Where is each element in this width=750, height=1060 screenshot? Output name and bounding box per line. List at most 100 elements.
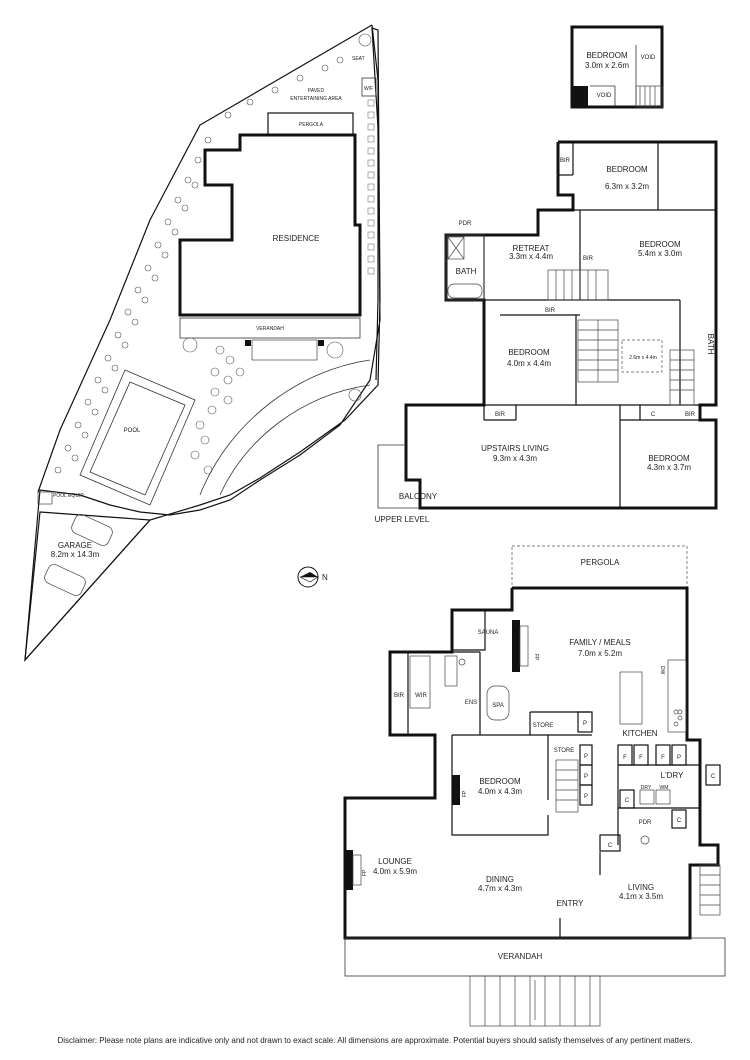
living-label: LIVING — [628, 883, 654, 892]
upper-bedroom-3-label: BEDROOM — [508, 348, 550, 357]
upper-bath-2-label: BATH — [706, 334, 715, 355]
residence-footprint — [178, 133, 362, 317]
attic-void-right: VOID — [641, 55, 656, 61]
retreat-label: RETREAT — [513, 244, 550, 253]
site-verandah-label: VERANDAH — [256, 326, 284, 332]
upstairs-living-dim: 9.3m x 4.3m — [493, 454, 537, 463]
wm-label: WM — [660, 785, 669, 791]
compass-north-label: N — [322, 573, 328, 582]
ground-pergola-label: PERGOLA — [581, 558, 620, 567]
ldry-c-2: C — [711, 774, 716, 780]
pantry-label: P — [583, 721, 587, 727]
paved-label: PAVED — [308, 88, 325, 94]
entry-label: ENTRY — [557, 899, 585, 908]
garage-dim: 8.2m x 14.3m — [51, 550, 100, 559]
garage-outline — [24, 511, 152, 662]
ground-pdr-label: PDR — [639, 820, 652, 826]
upper-c-label: C — [651, 412, 656, 418]
p-label-4: P — [584, 774, 588, 780]
site-plan: SEAT W/F PAVED ENTERTAINING AREA PERGOLA… — [24, 24, 381, 662]
compass: N — [297, 566, 328, 588]
p-label-5: P — [584, 794, 588, 800]
dry-label: DRY — [641, 785, 652, 791]
ground-bedroom-label: BEDROOM — [479, 777, 521, 786]
ens-label: ENS — [465, 700, 477, 706]
garage-label: GARAGE — [58, 541, 92, 550]
ldry-c-1: C — [625, 798, 630, 804]
pool — [89, 381, 186, 496]
residence-label: RESIDENCE — [273, 234, 320, 243]
upper-bath-label: BATH — [456, 267, 477, 276]
upstairs-living-label: UPSTAIRS LIVING — [481, 444, 549, 453]
f-label-1: F — [623, 755, 627, 761]
bedroom-fp: FP — [462, 790, 468, 797]
wir-label: WIR — [415, 693, 427, 699]
dw-label: DW — [659, 666, 665, 675]
f-label-3: F — [661, 755, 665, 761]
ground-bir-label: BIR — [394, 693, 405, 699]
upper-bir-5: BIR — [685, 412, 696, 418]
upper-bedroom-4-dim: 4.3m x 3.7m — [647, 463, 691, 472]
wf-label: W/F — [364, 86, 373, 92]
attic-void-bottom: VOID — [597, 93, 612, 99]
upper-bir-1: BIR — [560, 158, 571, 164]
upper-bedroom-3-dim: 4.0m x 4.4m — [507, 359, 551, 368]
ground-level-plan: PERGOLA SAUNA FP FAMILY / MEALS 7.0m x 5… — [343, 545, 726, 1027]
kitchen-island — [619, 671, 643, 725]
ground-bedroom-dim: 4.0m x 4.3m — [478, 787, 522, 796]
lounge-fp: FP — [362, 869, 368, 876]
attic-bedroom-dim: 3.0m x 2.6m — [585, 61, 629, 70]
sauna-label: SAUNA — [478, 630, 499, 636]
upper-level-plan: BALCONY UPPER LEVEL — [375, 140, 718, 524]
upper-bedroom-4-label: BEDROOM — [648, 454, 690, 463]
upper-bedroom-2-label: BEDROOM — [639, 240, 681, 249]
car-icons — [44, 514, 113, 596]
lounge-dim: 4.0m x 5.9m — [373, 867, 417, 876]
dining-dim: 4.7m x 4.3m — [478, 884, 522, 893]
store-2-label: STORE — [554, 748, 575, 754]
ground-stairs — [555, 759, 579, 813]
entertaining-area-label: ENTERTAINING AREA — [290, 96, 342, 102]
family-meals-dim: 7.0m x 5.2m — [578, 649, 622, 658]
pool-label: POOL — [124, 428, 141, 434]
garden-shrubs — [54, 33, 372, 474]
upper-bedroom-2-dim: 5.4m x 3.0m — [638, 249, 682, 258]
site-pergola-label: PERGOLA — [299, 122, 324, 128]
upper-bir-4: BIR — [495, 412, 506, 418]
pool-equip-label: POOL EQUIP. — [53, 493, 84, 499]
spa-label: SPA — [492, 703, 504, 709]
upper-outer-walls — [404, 140, 718, 510]
seat-label: SEAT — [352, 56, 365, 62]
kitchen-label: KITCHEN — [622, 729, 657, 738]
landing-dim: 2.6m x 4.4m — [629, 355, 657, 361]
upper-bir-3: BIR — [545, 308, 556, 314]
attic-plan: BEDROOM 3.0m x 2.6m VOID VOID — [570, 25, 664, 109]
p-label-2: P — [677, 755, 681, 761]
store-label: STORE — [533, 723, 554, 729]
p-label-3: P — [584, 754, 588, 760]
ground-verandah-label: VERANDAH — [498, 952, 543, 961]
front-steps — [469, 975, 601, 1027]
upper-stairs — [547, 269, 695, 406]
round-shrubs — [182, 337, 362, 475]
living-dim: 4.1m x 3.5m — [619, 892, 663, 901]
retreat-dim: 3.3m x 4.4m — [509, 252, 553, 261]
pdr-c-label: C — [677, 818, 682, 824]
upper-bir-2: BIR — [583, 256, 594, 262]
disclaimer: Disclaimer: Please note plans are indica… — [57, 1036, 693, 1045]
f-label-2: F — [639, 755, 643, 761]
entry-c-label: C — [608, 843, 613, 849]
ground-outer-walls — [343, 586, 720, 940]
upper-level-label: UPPER LEVEL — [375, 515, 430, 524]
side-stairs — [699, 864, 721, 916]
upper-pdr-label: PDR — [459, 221, 472, 227]
pool-surround — [79, 369, 196, 506]
upper-bedroom-1-label: BEDROOM — [606, 165, 648, 174]
lounge-label: LOUNGE — [378, 857, 412, 866]
balcony-label: BALCONY — [399, 492, 438, 501]
attic-bedroom-label: BEDROOM — [586, 51, 628, 60]
ldry-label: L'DRY — [661, 771, 684, 780]
site-boundary — [24, 27, 381, 662]
attic-outline — [570, 25, 664, 109]
